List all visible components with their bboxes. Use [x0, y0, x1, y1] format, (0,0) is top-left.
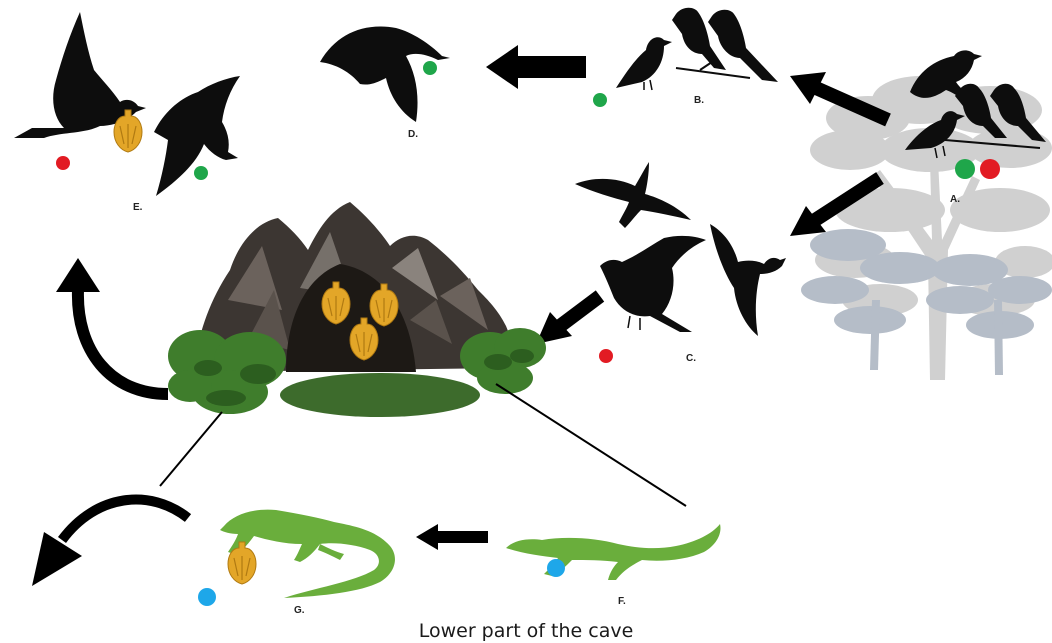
- blue-dot-f: [547, 559, 565, 577]
- green-dot-d: [423, 61, 437, 75]
- arrow-icon: [416, 524, 488, 550]
- label-c: C.: [686, 353, 696, 364]
- crow-group-b: [616, 8, 778, 90]
- red-dot-e: [56, 156, 70, 170]
- label-a: A.: [950, 194, 960, 205]
- green-dot-e: [194, 166, 208, 180]
- blue-dot-g: [198, 588, 216, 606]
- bird-icon: [616, 37, 672, 90]
- bird-icon: [710, 224, 786, 336]
- bird-icon: [600, 236, 706, 332]
- label-g: G.: [294, 605, 305, 616]
- red-dot-a: [980, 159, 1000, 179]
- connector-line: [496, 384, 686, 506]
- crow-group-c: [575, 162, 786, 336]
- label-d: D.: [408, 129, 418, 140]
- cave-icon: [168, 202, 546, 417]
- label-b: B.: [694, 95, 704, 106]
- green-dot-a: [955, 159, 975, 179]
- label-e: E.: [133, 202, 143, 213]
- green-dot-b: [593, 93, 607, 107]
- arrow-icon: [32, 500, 188, 586]
- connector-line: [160, 412, 222, 486]
- bird-icon: [575, 162, 691, 228]
- caption: Lower part of the cave: [419, 620, 634, 642]
- bird-icon: [708, 10, 778, 82]
- red-dot-c: [599, 349, 613, 363]
- label-f: F.: [618, 596, 626, 607]
- lizard-icon: [506, 524, 720, 580]
